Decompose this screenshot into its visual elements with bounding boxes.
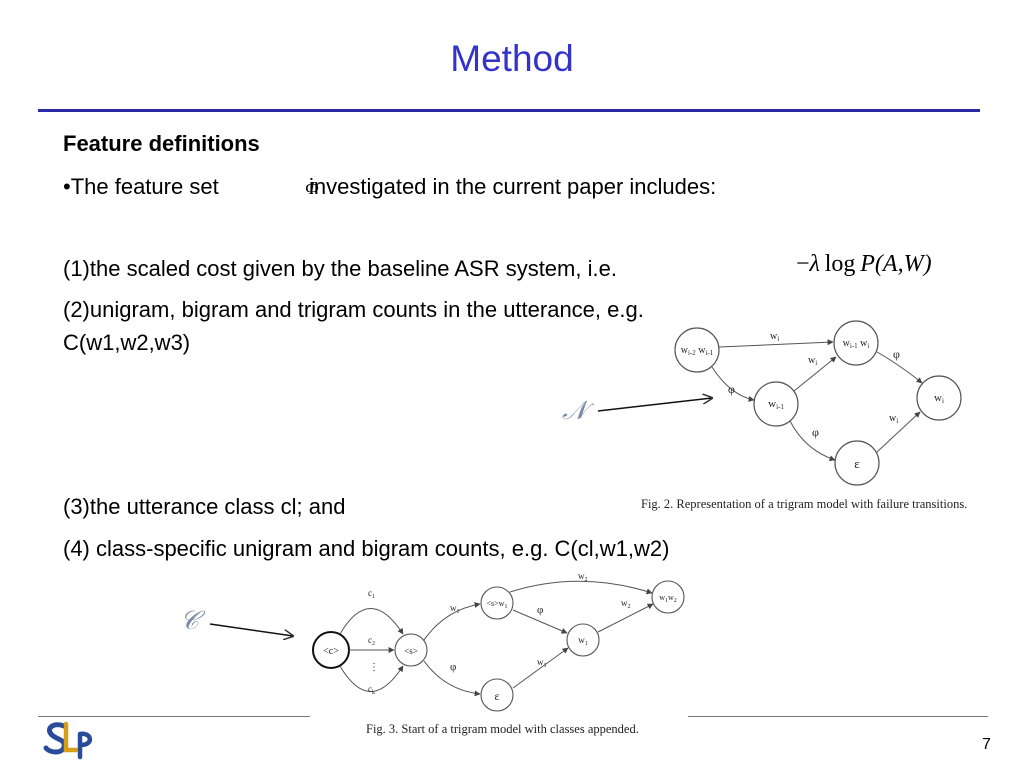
- fig2-edge-n2-n4: [876, 351, 923, 384]
- fig3-edge-ck: [339, 665, 404, 692]
- fig3-edge-s-eps: [423, 660, 481, 697]
- c-pointer-arrow: [209, 623, 293, 636]
- fig3-edge-w1-w1w2: [597, 603, 654, 633]
- svg-text:φ: φ: [812, 425, 819, 439]
- formula-lambda: λ: [809, 251, 820, 277]
- fig3-edge-sw1-w1: [512, 609, 568, 634]
- fig3-node-s: <s>: [394, 633, 428, 667]
- fig3-node-w1: w1: [566, 623, 600, 657]
- svg-text:φ: φ: [728, 382, 735, 396]
- figure-3-caption: Fig. 3. Start of a trigram model with cl…: [366, 722, 639, 736]
- svg-text:φ: φ: [537, 604, 543, 616]
- fig2-edge-n3-n5: [789, 420, 836, 462]
- svg-text:c1: c1: [368, 588, 375, 600]
- n-pointer-arrow: [597, 398, 712, 412]
- fig3-node-epsilon: ε: [480, 678, 514, 712]
- svg-text:ε: ε: [854, 456, 860, 471]
- svg-text:wi: wi: [808, 355, 817, 367]
- svg-text:wi-1: wi-1: [768, 398, 784, 411]
- section-heading: Feature definitions: [63, 131, 260, 156]
- svg-text:ε: ε: [494, 689, 499, 703]
- figure-2-caption: Fig. 2. Representation of a trigram mode…: [641, 497, 968, 511]
- formula-p: P: [860, 251, 875, 277]
- svg-text:<s>w1: <s>w1: [487, 599, 508, 610]
- slide-title: Method: [450, 38, 574, 79]
- fig3-edge-sw1-w1w2: [509, 580, 653, 595]
- item-1-text: (1)the scaled cost given by the baseline…: [63, 256, 617, 281]
- formula-args: (A,W): [874, 251, 932, 277]
- svg-text:wi-2 wi-1: wi-2 wi-1: [681, 345, 714, 357]
- svg-text:φ: φ: [450, 661, 456, 673]
- svg-text:w1: w1: [578, 635, 588, 647]
- fig3-node-sw1: <s>w1: [480, 586, 514, 620]
- item-3-text: (3)the utterance class cl; and: [63, 494, 346, 519]
- svg-text:wi-1 wi: wi-1 wi: [843, 338, 870, 350]
- fig2-edge-n1-n3: [711, 366, 755, 402]
- item-2-text-line2: C(w1,w2,w3): [63, 330, 191, 355]
- svg-text:φ: φ: [893, 347, 900, 361]
- footer-rule-right: [688, 716, 988, 717]
- fig3-node-w1w2: w1w2: [651, 580, 685, 614]
- formula-log: log: [824, 251, 856, 277]
- fig3-edge-s-sw1: [423, 601, 481, 641]
- fig3-edge-eps-w1: [512, 647, 569, 689]
- title-divider: [38, 109, 980, 112]
- fig2-node-wi1-wi: wi-1 wi: [833, 320, 879, 366]
- fig2-node-epsilon: ε: [834, 440, 880, 486]
- svg-text:wi: wi: [934, 392, 944, 405]
- c-script-symbol: 𝒞: [180, 606, 199, 635]
- fig2-node-wi: wi: [916, 375, 962, 421]
- footer-rule-left: [38, 716, 310, 717]
- fig3-edge-c1: [339, 608, 404, 635]
- svg-text:c2: c2: [368, 635, 375, 647]
- fig3-edge-dots: ⋮: [369, 662, 379, 673]
- svg-text:w1w2: w1w2: [659, 593, 677, 604]
- fig3-node-c: <c>: [312, 631, 350, 669]
- bullet-text-suffix: investigated in the current paper includ…: [309, 174, 717, 199]
- svg-text:w1: w1: [537, 657, 547, 669]
- page-number: 7: [982, 736, 991, 753]
- svg-text:<c>: <c>: [323, 646, 339, 657]
- formula-neg: −: [796, 251, 810, 277]
- cost-formula: −λ log P(A,W): [796, 251, 932, 278]
- fig2-node-wi1: wi-1: [753, 381, 799, 427]
- fig2-edge-n5-n4: [876, 411, 921, 453]
- fig2-edge-n1-n2: [718, 339, 834, 348]
- svg-text:w2: w2: [621, 598, 631, 610]
- phi-symbol: Φ: [305, 178, 319, 198]
- svg-text:w1: w1: [450, 603, 460, 615]
- fig2-node-wi2-wi1: wi-2 wi-1: [674, 327, 720, 373]
- svg-text:w2: w2: [578, 571, 588, 583]
- svg-text:wi: wi: [770, 331, 779, 343]
- svg-text:wi: wi: [889, 413, 898, 425]
- svg-text:<s>: <s>: [404, 646, 418, 656]
- item-4-text: (4) class-specific unigram and bigram co…: [63, 536, 670, 561]
- svg-text:ck: ck: [368, 684, 375, 696]
- n-script-symbol: 𝒩: [562, 396, 587, 425]
- bullet-text-prefix: •The feature set: [63, 174, 219, 199]
- fig2-edge-n3-n2: [793, 356, 837, 392]
- slp-logo: [43, 721, 93, 760]
- item-2-text-line1: (2)unigram, bigram and trigram counts in…: [63, 297, 644, 322]
